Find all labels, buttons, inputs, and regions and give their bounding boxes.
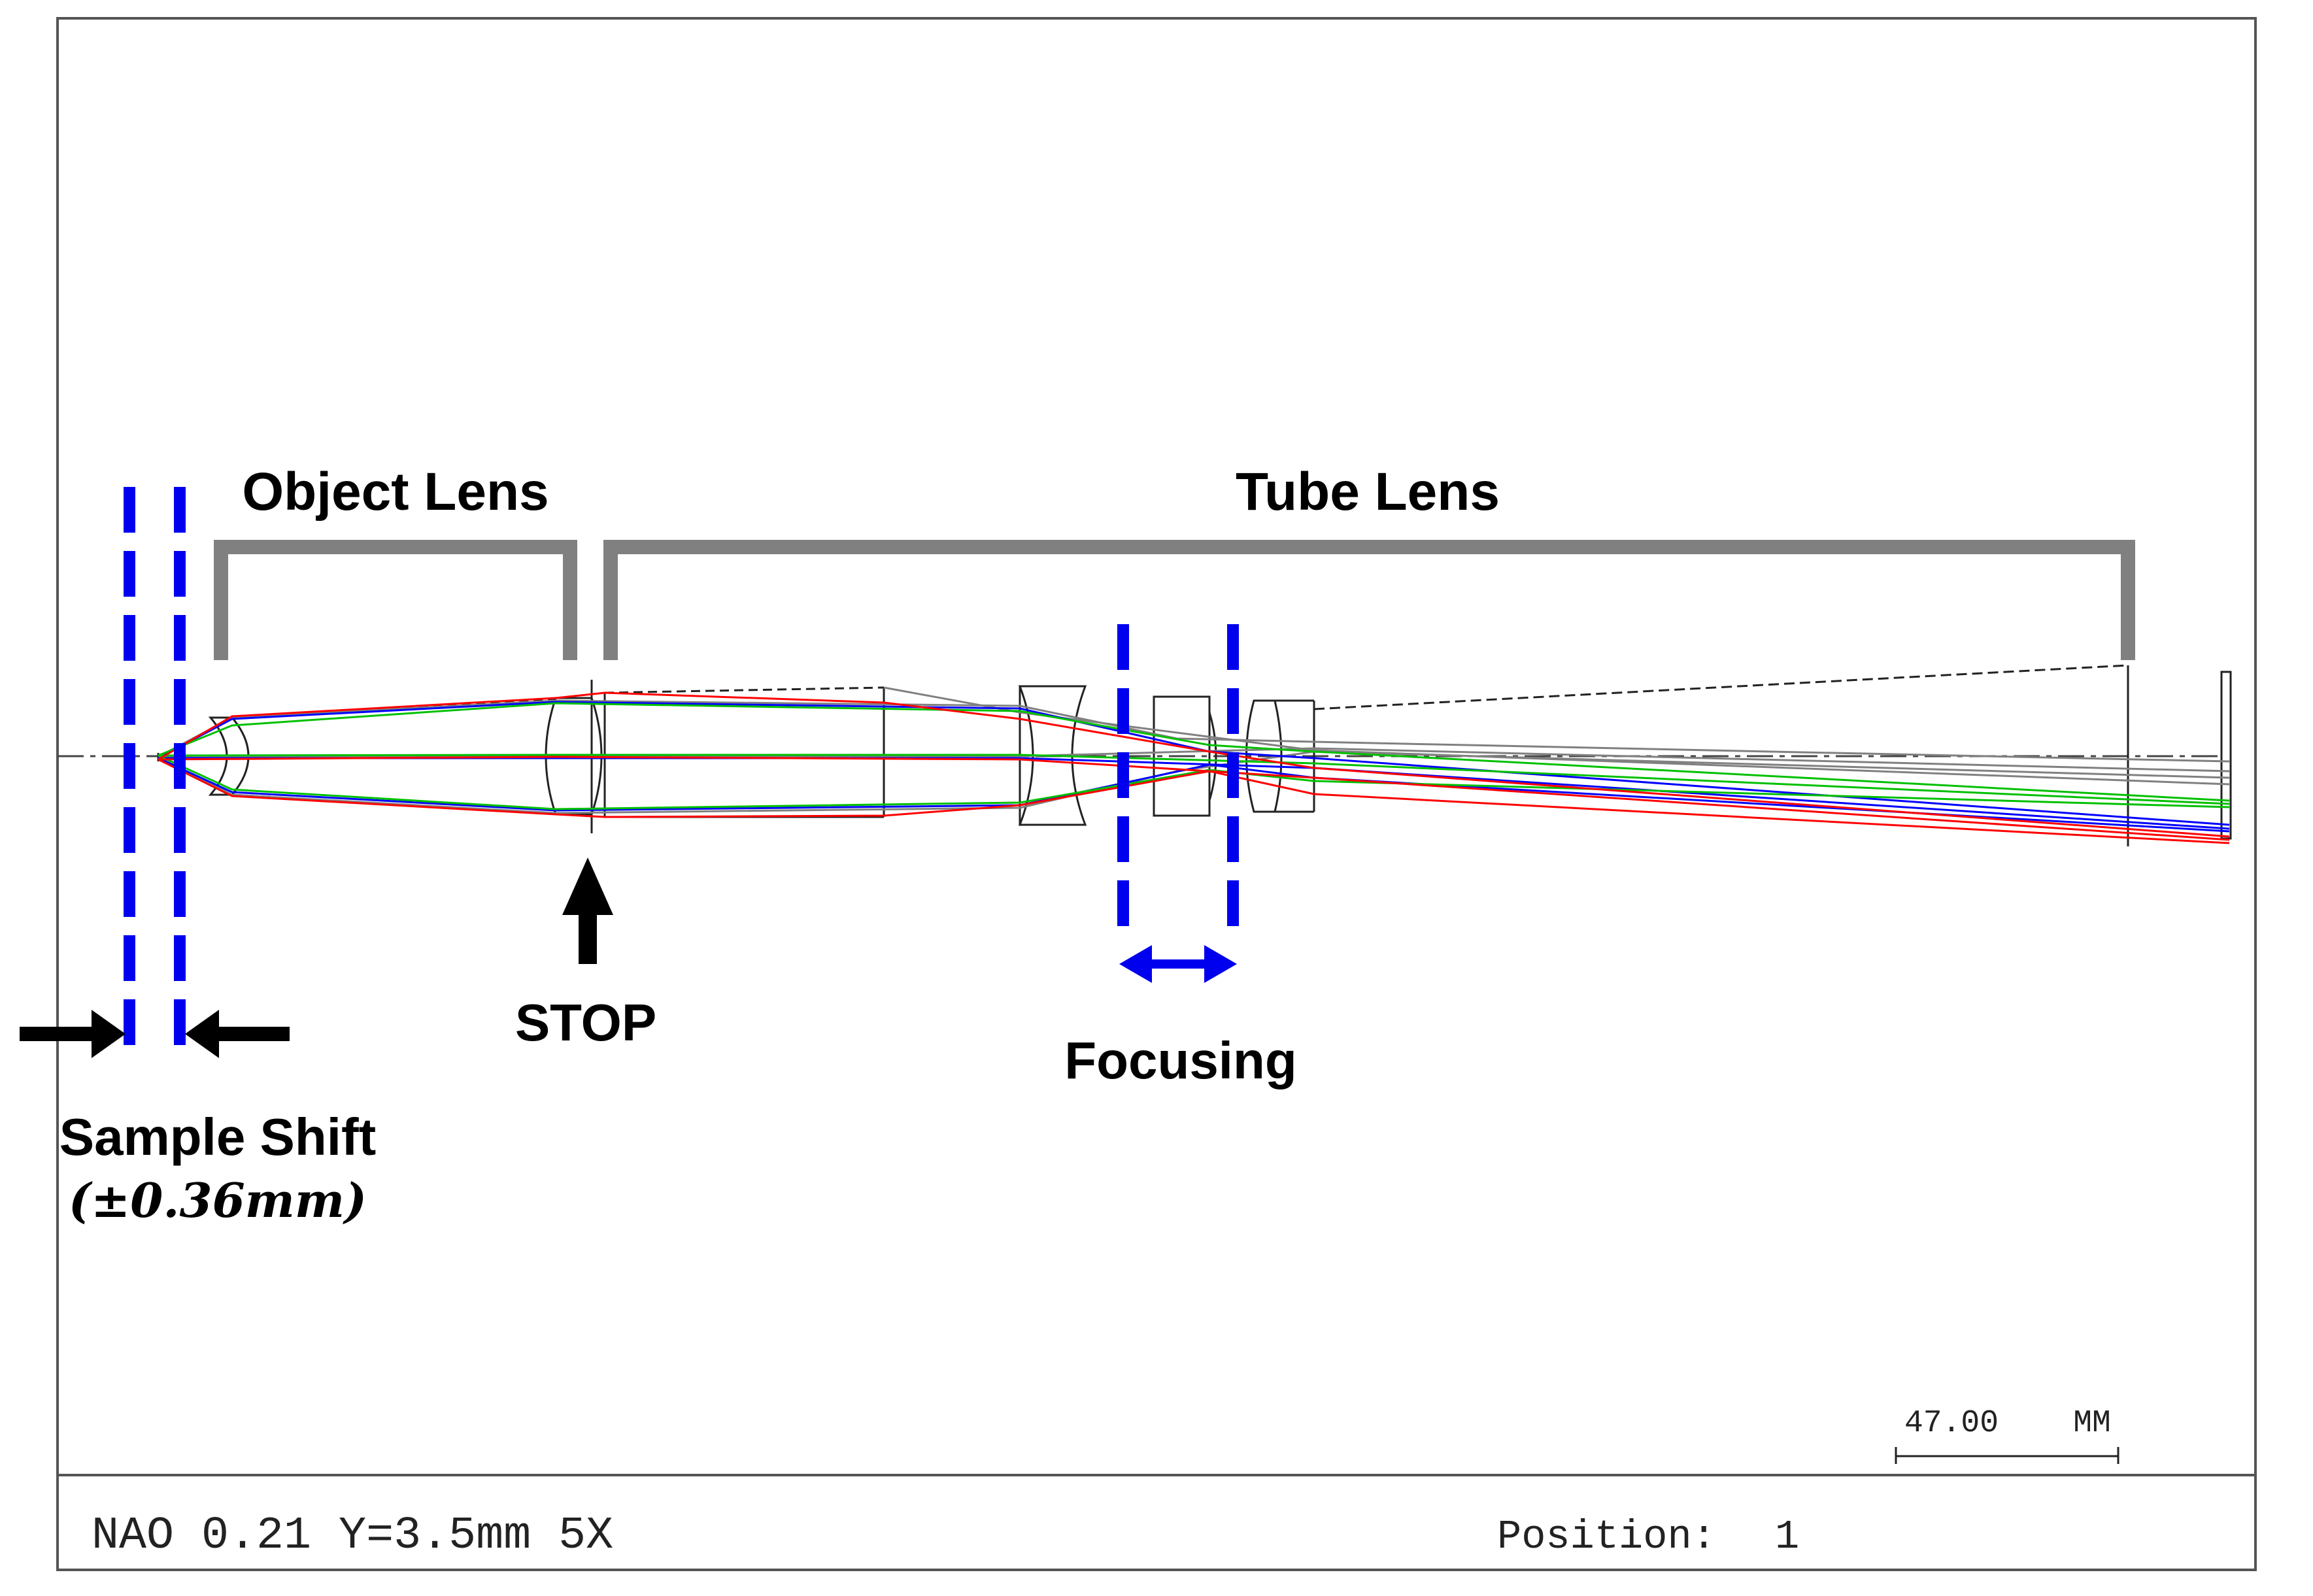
image-sensor [2220, 671, 2232, 840]
object-lens-label: Object Lens [242, 462, 549, 522]
footer-config-text: NAO 0.21 Y=3.5mm 5X [92, 1510, 613, 1562]
scale-bar [1895, 1447, 2119, 1464]
sample-shift-arrows [20, 1010, 290, 1058]
sample-shift-range: (±0.36mm) [69, 1172, 367, 1228]
ray-bundles [158, 686, 2230, 844]
scale-bar-unit: MM [2073, 1406, 2111, 1441]
tube-lens-label: Tube Lens [1236, 462, 1500, 522]
focusing-double-arrow [1119, 945, 1237, 983]
stop-label: STOP [515, 993, 656, 1052]
tube-lens-bracket [603, 540, 2135, 660]
stop-arrow [562, 857, 613, 964]
object-lens-bracket [214, 540, 577, 660]
footer-position-value: 1 [1775, 1514, 1799, 1560]
footer-position-label: Position: [1497, 1514, 1716, 1560]
sample-shift-label: Sample Shift [59, 1108, 377, 1166]
focusing-label: Focusing [1064, 1031, 1297, 1089]
tube-lens-group-1 [1018, 685, 1087, 826]
scale-bar-value: 47.00 [1904, 1406, 1999, 1441]
diagram-frame [56, 17, 2257, 1571]
